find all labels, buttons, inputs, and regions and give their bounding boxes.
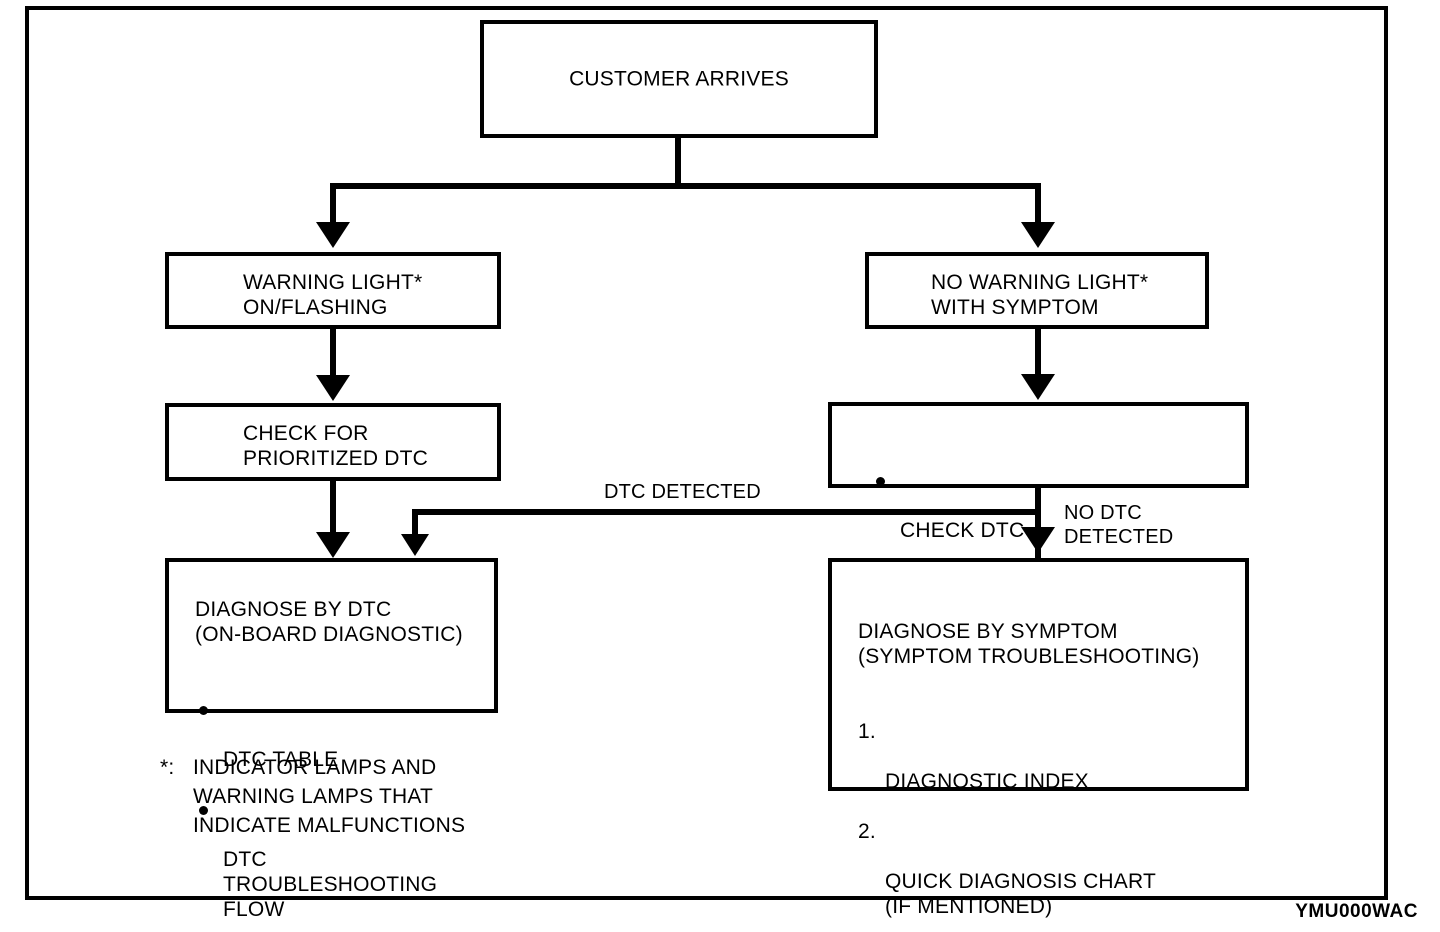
arrowhead-to-diagnose-dtc-left	[316, 532, 350, 558]
node-check-for-prioritized-dtc: CHECK FOR PRIORITIZED DTC	[165, 403, 501, 481]
figure-reference-code: YMU000WAC	[1295, 901, 1418, 922]
list-item: CHECK DTC	[872, 468, 1174, 543]
node-diagnose-dtc-heading: DIAGNOSE BY DTC (ON-BOARD DIAGNOSTIC)	[195, 598, 463, 646]
connector-split-right-drop	[1035, 183, 1041, 225]
list-item-number: 2.	[858, 820, 876, 843]
list-item: 1. DIAGNOSTIC INDEX	[858, 719, 1199, 794]
node-check-prioritized-label: CHECK FOR PRIORITIZED DTC	[243, 422, 428, 470]
node-diagnose-by-symptom: DIAGNOSE BY SYMPTOM (SYMPTOM TROUBLESHOO…	[828, 558, 1249, 918]
list-item-number: 1.	[858, 720, 876, 743]
arrowhead-to-diagnose-symptom	[1021, 527, 1055, 553]
connector-warning-to-check	[330, 329, 336, 379]
bullet-icon	[876, 477, 885, 486]
edge-label-no-dtc-detected: NO DTC DETECTED	[1060, 501, 1178, 549]
node-diagnose-dtc-list: DTC TABLE DTC TROUBLESHOOTING FLOW	[195, 672, 463, 932]
arrowhead-to-warning-light	[316, 222, 350, 248]
node-diagnose-by-dtc: DIAGNOSE BY DTC (ON-BOARD DIAGNOSTIC) DT…	[165, 558, 498, 921]
connector-check-dtc-down	[1035, 488, 1041, 550]
connector-no-warning-to-check-dtc	[1035, 329, 1041, 378]
bullet-icon	[199, 806, 208, 815]
node-warning-light-on-flashing: WARNING LIGHT* ON/FLASHING	[165, 252, 501, 329]
node-no-warning-light-label: NO WARNING LIGHT* WITH SYMPTOM	[931, 271, 1149, 319]
list-item: DTC TROUBLESHOOTING FLOW	[195, 797, 463, 922]
arrowhead-to-check-dtc	[1021, 374, 1055, 400]
footnote-text: INDICATOR LAMPS AND WARNING LAMPS THAT I…	[193, 756, 466, 837]
connector-customer-to-split	[675, 137, 681, 188]
node-diagnose-symptom-list: 1. DIAGNOSTIC INDEX 2. QUICK DIAGNOSIS C…	[858, 694, 1199, 932]
footnote-marker: *:	[160, 756, 175, 779]
node-diagnose-symptom-heading: DIAGNOSE BY SYMPTOM (SYMPTOM TROUBLESHOO…	[858, 620, 1200, 668]
list-item-label: DTC TABLE	[223, 748, 339, 771]
connector-no-dtc-detected-tail	[1035, 550, 1041, 560]
connector-check-to-diagnose-dtc	[330, 481, 336, 539]
connector-split-bar	[330, 183, 1041, 189]
edge-label-dtc-detected: DTC DETECTED	[600, 480, 765, 504]
list-item: 2. QUICK DIAGNOSIS CHART (IF MENTIONED)	[858, 819, 1199, 919]
list-item: DTC TABLE	[195, 697, 463, 772]
arrowhead-to-diagnose-dtc-right	[401, 534, 429, 556]
diagram-border	[25, 6, 1388, 900]
node-no-warning-light-with-symptom: NO WARNING LIGHT* WITH SYMPTOM	[865, 252, 1209, 329]
list-item-label: CHECK DTC	[900, 519, 1025, 542]
connector-split-left-drop	[330, 183, 336, 225]
list-item-label: QUICK DIAGNOSIS CHART (IF MENTIONED)	[885, 870, 1157, 918]
bullet-icon	[199, 706, 208, 715]
arrowhead-to-check-prioritized	[316, 375, 350, 401]
list-item-label: DIAGNOSTIC INDEX	[885, 770, 1089, 793]
connector-dtc-detected-run	[412, 509, 1041, 515]
node-customer-arrives: CUSTOMER ARRIVES	[480, 20, 878, 138]
connector-dtc-detected-drop	[412, 509, 418, 541]
arrowhead-to-no-warning-light	[1021, 222, 1055, 248]
node-check-dtc: CHECK DTC IGNITION ON TEST, IDLING TEST	[828, 402, 1249, 667]
footnote: *: INDICATOR LAMPS AND WARNING LAMPS THA…	[160, 753, 465, 840]
list-item-label: DTC TROUBLESHOOTING FLOW	[223, 848, 438, 921]
node-customer-arrives-label: CUSTOMER ARRIVES	[569, 67, 789, 91]
node-warning-light-label: WARNING LIGHT* ON/FLASHING	[243, 271, 423, 319]
